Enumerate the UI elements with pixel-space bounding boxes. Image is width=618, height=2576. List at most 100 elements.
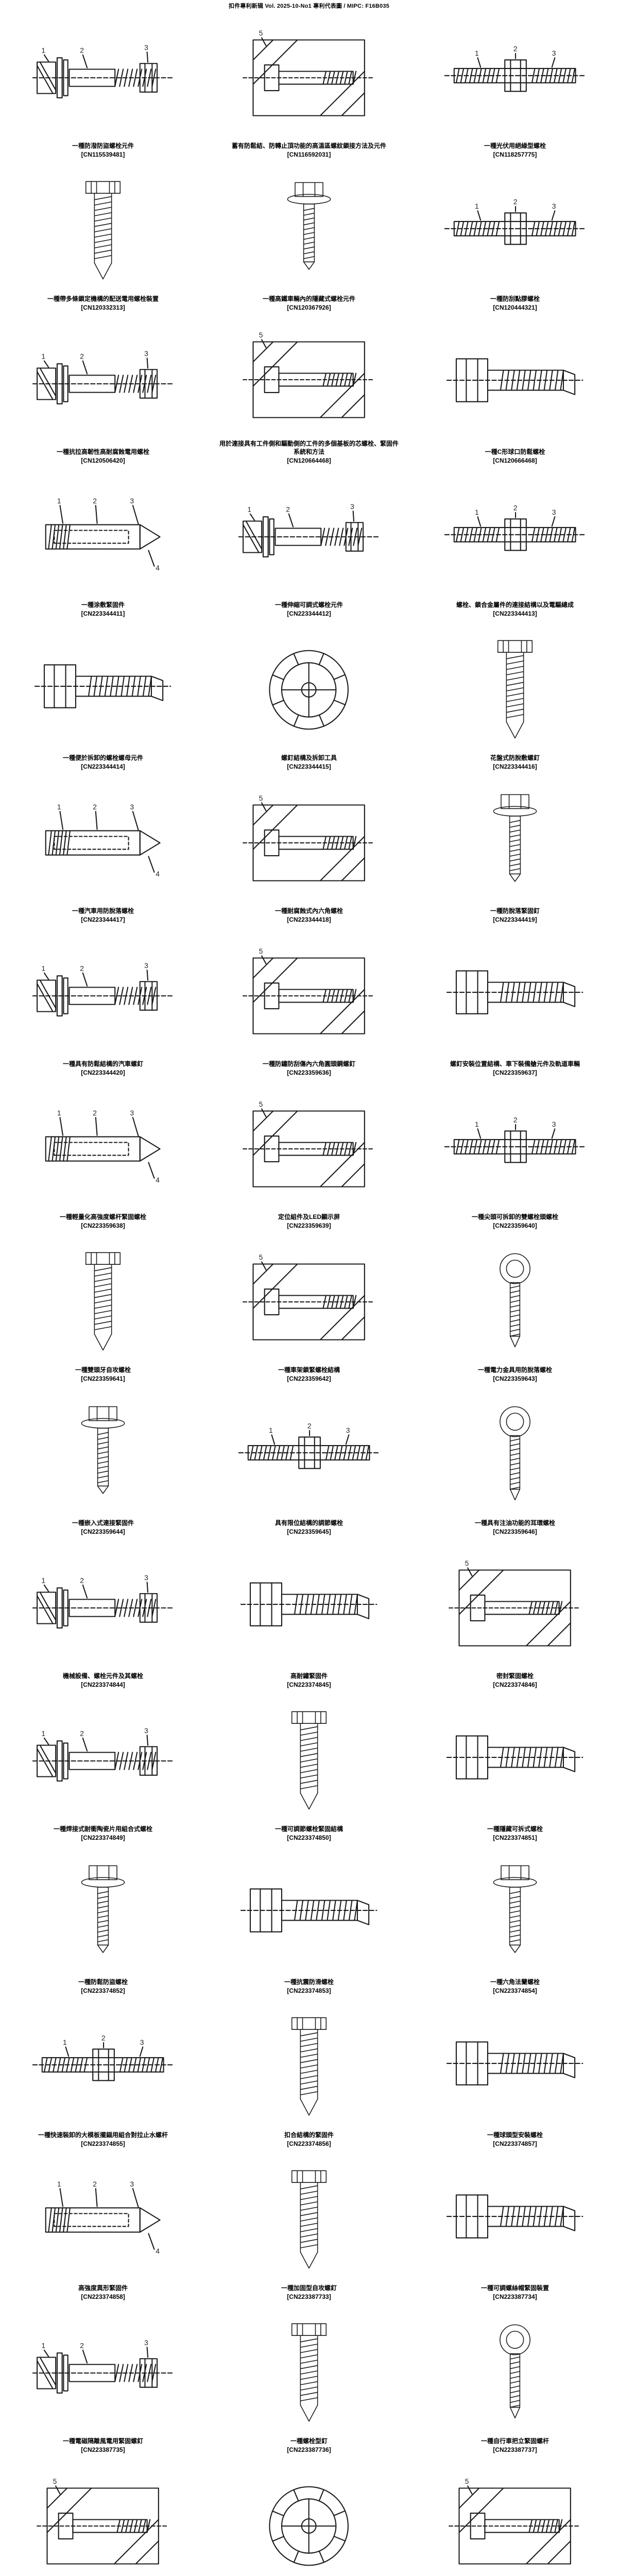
patent-title: 螺栓、鎖合金屬件的連接結構以及電驅總成 xyxy=(456,601,574,608)
svg-text:3: 3 xyxy=(144,1726,148,1735)
patent-entry: 一種防鬆防盜螺栓 [CN223374852] xyxy=(0,1848,206,2001)
svg-text:2: 2 xyxy=(513,45,518,53)
patent-title: 一種電磁隔離風電用緊固螺釘 xyxy=(62,2437,143,2445)
patent-title: 一種加固型自攻螺釘 xyxy=(281,2284,337,2292)
patent-figure xyxy=(418,626,612,754)
patent-title: 高耐鏽緊固件 xyxy=(290,1672,328,1680)
svg-text:3: 3 xyxy=(350,502,354,511)
svg-text:3: 3 xyxy=(346,1426,350,1434)
svg-text:3: 3 xyxy=(552,202,556,210)
patent-figure xyxy=(418,2004,612,2131)
patent-number: [CN223344413] xyxy=(493,610,537,617)
patent-entry: 一種帶多條鎖定機構的配送電用螺栓裝置 [CN120332313] xyxy=(0,164,206,317)
patent-entry: 螺釘安裝位置結構、車下裝備艙元件及軌道車輛 [CN223359637] xyxy=(412,929,618,1082)
svg-text:1: 1 xyxy=(475,1120,479,1128)
patent-title: 用於連接具有工件側和驅動側的工件的多個基板的芯螺栓、緊固件系統和方法 xyxy=(219,439,399,455)
patent-number: [CN223359645] xyxy=(287,1528,331,1535)
patent-entry: 5 用於連接具有工件側和驅動側的工件的多個基板的芯螺栓、緊固件系統和方法 [CN… xyxy=(206,317,412,470)
svg-text:3: 3 xyxy=(144,961,148,970)
patent-title: 具有限位結構的調節螺栓 xyxy=(274,1519,343,1527)
figure-drawing xyxy=(287,182,331,270)
figure-drawing xyxy=(447,2041,583,2086)
figure-drawing xyxy=(291,2170,327,2269)
figure-drawing: 5 xyxy=(243,331,375,418)
svg-text:3: 3 xyxy=(144,1573,148,1582)
figure-drawing: 5 xyxy=(243,794,375,882)
patent-title: 一種具有注油功能的耳環螺栓 xyxy=(474,1519,555,1527)
svg-text:1: 1 xyxy=(248,505,252,514)
patent-title: 螺釘安裝位置結構、車下裝備艙元件及軌道車輛 xyxy=(450,1060,580,1067)
patent-title: 定位組件及LED顯示屏 xyxy=(278,1213,340,1221)
patent-number: [CN223387734] xyxy=(493,2293,537,2300)
patent-figure xyxy=(418,2310,612,2437)
patent-number: [CN223374846] xyxy=(493,1681,537,1688)
patent-number: [CN116592031] xyxy=(287,151,331,158)
figure-drawing: 5 xyxy=(243,947,375,1035)
figure-drawing xyxy=(81,1406,125,1495)
patent-figure xyxy=(6,1851,200,1978)
svg-text:2: 2 xyxy=(80,1730,84,1738)
svg-text:5: 5 xyxy=(259,794,263,803)
patent-figure xyxy=(212,167,406,295)
figure-drawing: 5 xyxy=(243,1100,375,1188)
patent-number: [CN223374856] xyxy=(287,2140,331,2147)
svg-text:2: 2 xyxy=(80,1577,84,1585)
patent-number: [CN223344417] xyxy=(81,916,125,923)
patent-figure xyxy=(418,1698,612,1825)
patent-number: [CN120444321] xyxy=(493,304,537,311)
figure-drawing xyxy=(269,2486,349,2566)
patent-title: 一種涂敷緊固件 xyxy=(81,601,125,608)
svg-text:1: 1 xyxy=(42,1730,46,1738)
figure-drawing xyxy=(85,181,121,280)
patent-figure xyxy=(6,626,200,754)
patent-title: 一種可調螺絲帽緊固裝置 xyxy=(480,2284,549,2292)
patent-figure: 1 2 3 xyxy=(6,1698,200,1825)
patent-number: [CN223387735] xyxy=(81,2446,125,2453)
svg-text:2: 2 xyxy=(93,1109,97,1117)
patent-number: [CN120367926] xyxy=(287,304,331,311)
patent-entry: 一種自行車把立緊固螺杆 [CN223387737] xyxy=(412,2307,618,2460)
patent-figure: 5 xyxy=(6,2463,200,2576)
patent-figure xyxy=(418,1851,612,1978)
patent-figure: 5 xyxy=(212,779,406,907)
figure-drawing: 5 xyxy=(243,1253,375,1341)
patent-number: [CN223359643] xyxy=(493,1375,537,1382)
svg-text:4: 4 xyxy=(156,2247,160,2256)
patent-title: 一種防脫落緊固釘 xyxy=(490,907,540,914)
svg-text:2: 2 xyxy=(93,497,97,505)
patent-title: 一種車架鎖緊螺栓結構 xyxy=(278,1366,340,1374)
svg-text:4: 4 xyxy=(156,870,160,878)
patent-title: 一種雙頭牙自攻螺栓 xyxy=(75,1366,131,1374)
svg-text:1: 1 xyxy=(57,1109,61,1117)
patent-entry: 一種加固牢固的不銹鋼緊固件 [CN223387739] xyxy=(206,2460,412,2576)
patent-title: 一種六角法蘭螺栓 xyxy=(490,1978,540,1986)
svg-text:1: 1 xyxy=(57,497,61,505)
patent-title: 一種球頭型安裝螺栓 xyxy=(487,2131,543,2139)
patent-title: 一種輕量化高強度螺杆緊固螺栓 xyxy=(59,1213,146,1221)
patent-figure xyxy=(212,626,406,754)
patent-entry: 花盤式防脫敷螺釘 [CN223344416] xyxy=(412,623,618,776)
patent-title: 一種防鏽防刮傷內六角圓頭鋼螺釘 xyxy=(262,1060,355,1067)
patent-number: [CN223374857] xyxy=(493,2140,537,2147)
patent-entry: 一種嵌入式連接緊固件 [CN223359644] xyxy=(0,1388,206,1541)
patent-figure xyxy=(212,2004,406,2131)
patent-title: 一種尖頭可拆卸的雙螺栓頭螺栓 xyxy=(471,1213,558,1221)
patent-number: [CN223374853] xyxy=(287,1987,331,1994)
